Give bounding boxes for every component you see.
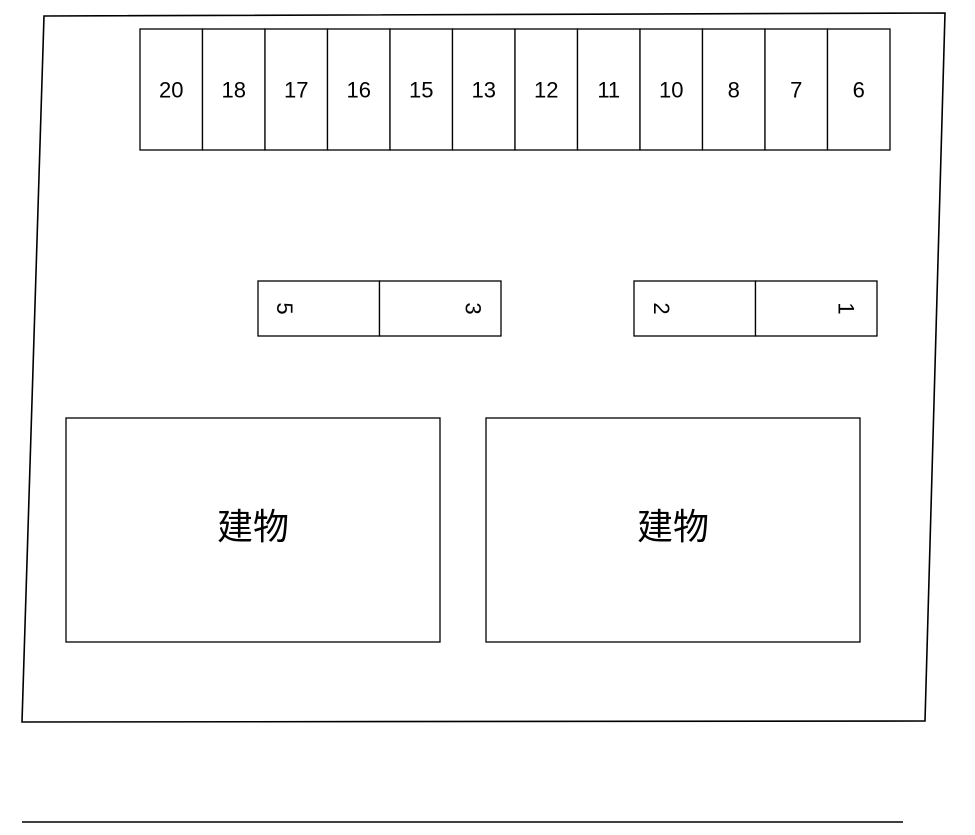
parking-space-number: 1 [834, 302, 859, 314]
parking-space-6: 6 [826, 28, 891, 151]
top-row-spaces: 20 18 17 16 15 13 12 11 10 8 7 6 [139, 28, 891, 151]
building-right-label: 建物 [637, 507, 709, 548]
parking-space-12: 12 [514, 28, 579, 151]
parking-space-number: 11 [597, 78, 620, 103]
parking-space-17: 17 [264, 28, 329, 151]
building-right-outline [485, 417, 861, 643]
parking-space-1: 1 [754, 280, 878, 337]
parking-space-13: 13 [451, 28, 516, 151]
building-left-outline [65, 417, 441, 643]
parking-space-number: 6 [853, 78, 865, 103]
parking-space-outline [389, 28, 454, 151]
parking-space-20: 20 [139, 28, 204, 151]
parking-space-number: 10 [659, 78, 683, 103]
building-right: 建物 [485, 417, 861, 643]
parking-space-number: 13 [472, 78, 496, 103]
parking-space-outline [701, 28, 766, 151]
parking-space-outline [201, 28, 266, 151]
parking-space-18: 18 [201, 28, 266, 151]
parking-space-16: 16 [326, 28, 391, 151]
parking-space-number: 2 [649, 302, 674, 314]
parking-space-number: 7 [790, 78, 802, 103]
parking-space-7: 7 [764, 28, 829, 151]
parking-space-number: 15 [409, 78, 433, 103]
parking-space-number: 18 [222, 78, 246, 103]
parking-space-outline [139, 28, 204, 151]
parking-space-11: 11 [576, 28, 641, 151]
parking-space-number: 8 [728, 78, 740, 103]
parking-space-5: 5 [257, 280, 381, 337]
parking-space-outline [451, 28, 516, 151]
parking-space-number: 5 [272, 302, 297, 314]
parking-space-number: 16 [347, 78, 371, 103]
parking-space-outline [754, 280, 878, 337]
parking-space-3: 3 [378, 280, 502, 337]
parking-space-outline [326, 28, 391, 151]
parking-space-2: 2 [633, 280, 757, 337]
parking-space-number: 3 [461, 302, 486, 314]
parking-space-outline [378, 280, 502, 337]
parking-space-number: 20 [159, 78, 183, 103]
parking-space-10: 10 [639, 28, 704, 151]
parking-space-outline [826, 28, 891, 151]
building-left-label: 建物 [217, 507, 289, 548]
building-left: 建物 [65, 417, 441, 643]
parking-space-number: 17 [284, 78, 308, 103]
parking-space-8: 8 [701, 28, 766, 151]
parking-space-outline [264, 28, 329, 151]
parking-space-outline [633, 280, 757, 337]
parking-space-outline [257, 280, 381, 337]
parking-space-outline [514, 28, 579, 151]
parking-space-15: 15 [389, 28, 454, 151]
parking-space-number: 12 [534, 78, 558, 103]
